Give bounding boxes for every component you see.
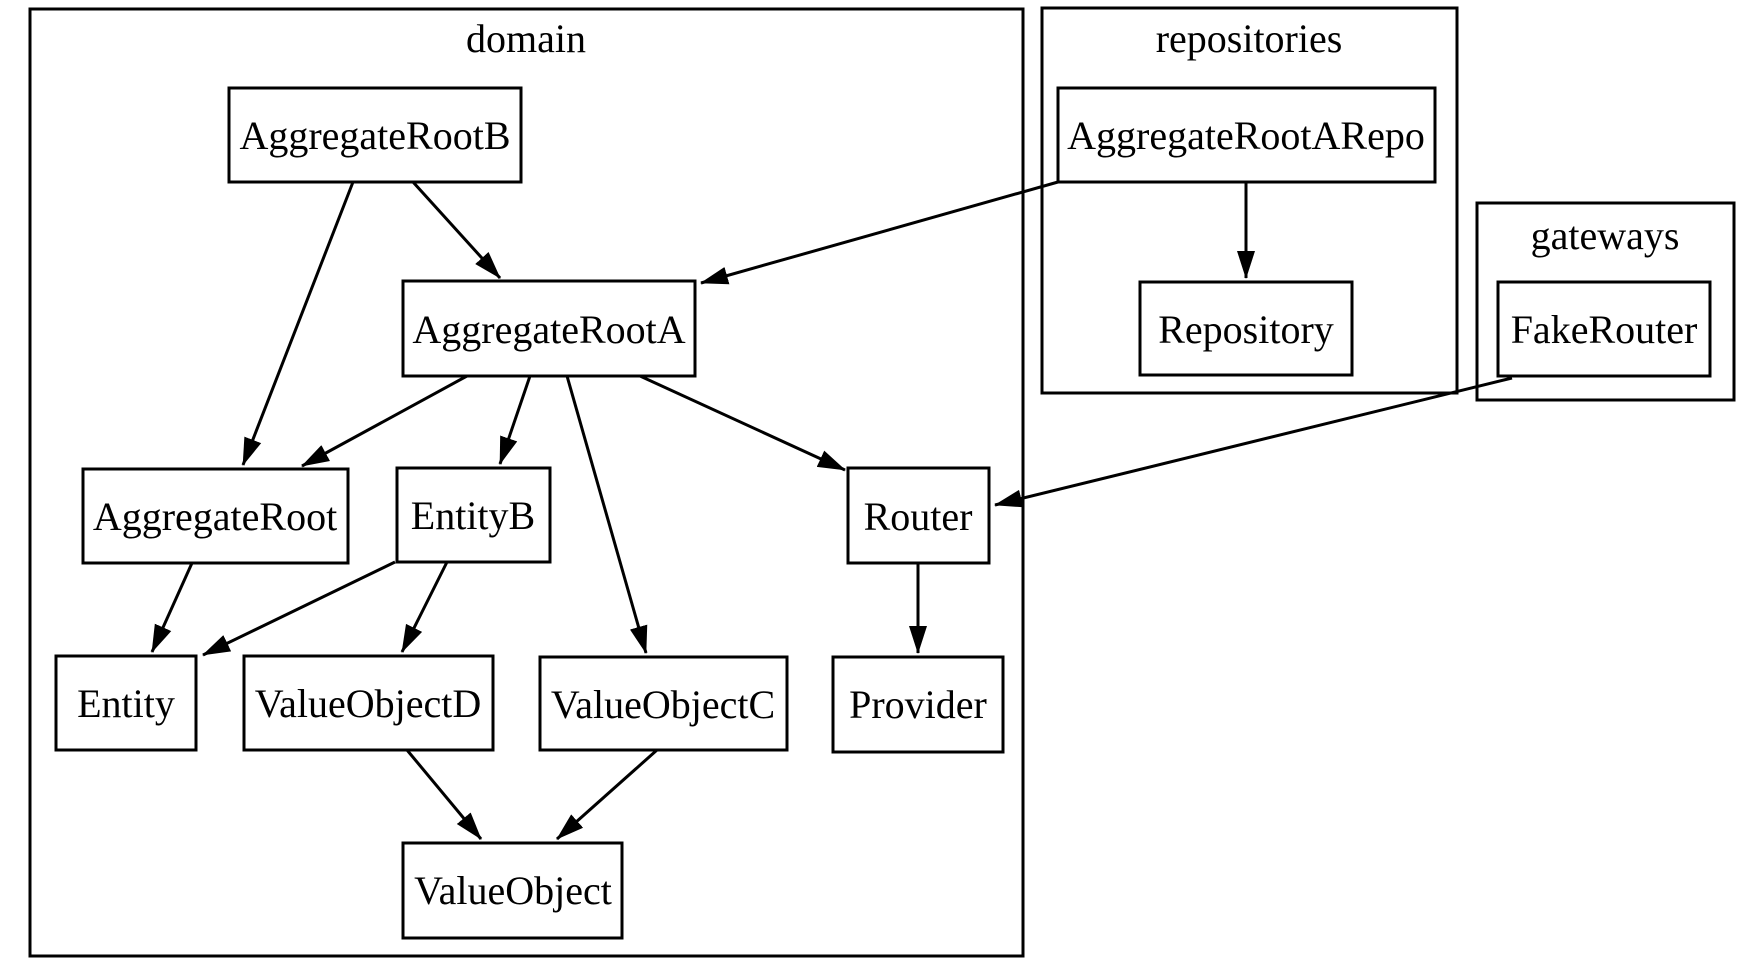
edges-layer	[150, 180, 1513, 841]
edge-aggregaterootb-to-aggregateroot	[241, 181, 355, 466]
edge-aggregateroot-to-entity	[150, 562, 194, 653]
node-repository-box	[1138, 280, 1354, 377]
node-fakerouter: FakeRouter	[1496, 280, 1712, 378]
edge-aggregateroota-to-valueobjectc	[565, 375, 648, 654]
node-entity: Entity	[54, 654, 198, 752]
node-repository-label: Repository	[1158, 307, 1334, 352]
cluster-domain: domain	[28, 7, 1025, 958]
node-router: Router	[846, 466, 991, 565]
node-entity-label: Entity	[77, 681, 175, 726]
node-valueobjectd-label: ValueObjectD	[255, 681, 482, 726]
node-aggregaterootb-label: AggregateRootB	[239, 113, 510, 158]
edge-entityb-to-entity	[202, 560, 396, 657]
cluster-gateways-border	[1475, 201, 1736, 402]
edge-aggregateroota-to-router	[639, 374, 846, 472]
edge-valueobjectd-to-valueobject	[405, 749, 483, 840]
cluster-domain-label: domain	[466, 16, 586, 61]
nodes-layer: AggregateRootB AggregateRootARepo Aggreg…	[54, 86, 1712, 940]
node-aggregaterootb-box	[227, 86, 523, 184]
node-valueobjectd-box	[242, 654, 495, 752]
node-fakerouter-box	[1496, 280, 1712, 378]
edge-fakerouter-to-router	[994, 376, 1513, 508]
cluster-gateways: gateways	[1475, 201, 1736, 402]
node-entity-box	[54, 654, 198, 752]
node-fakerouter-label: FakeRouter	[1511, 307, 1698, 352]
node-valueobject-label: ValueObject	[414, 868, 612, 913]
node-aggregateroota-label: AggregateRootA	[412, 307, 685, 352]
node-valueobjectc: ValueObjectC	[538, 655, 789, 752]
node-entityb-box	[395, 466, 552, 564]
node-aggregaterootarepo: AggregateRootARepo	[1056, 86, 1437, 184]
node-aggregaterootb: AggregateRootB	[227, 86, 523, 184]
node-valueobjectd: ValueObjectD	[242, 654, 495, 752]
edge-entityb-to-valueobjectd	[400, 561, 449, 653]
cluster-domain-border	[28, 7, 1025, 958]
node-aggregateroot-label: AggregateRoot	[93, 494, 337, 539]
node-valueobjectc-label: ValueObjectC	[551, 682, 775, 727]
edge-aggregaterootb-to-aggregateroota	[411, 180, 502, 280]
node-aggregaterootarepo-box	[1056, 86, 1437, 184]
cluster-repositories: repositories	[1040, 6, 1459, 395]
cluster-repositories-label: repositories	[1156, 16, 1343, 61]
node-provider: Provider	[831, 655, 1005, 754]
node-provider-label: Provider	[849, 682, 987, 727]
node-entityb-label: EntityB	[411, 493, 535, 538]
node-valueobject-box	[401, 841, 624, 940]
edge-valueobjectc-to-valueobject	[556, 748, 658, 841]
node-valueobject: ValueObject	[401, 841, 624, 940]
node-router-label: Router	[864, 494, 973, 539]
node-aggregateroot-box	[81, 467, 350, 565]
node-provider-box	[831, 655, 1005, 754]
node-aggregateroota-box	[401, 279, 697, 378]
node-aggregateroot: AggregateRoot	[81, 467, 350, 565]
node-router-box	[846, 466, 991, 565]
cluster-gateways-label: gateways	[1531, 213, 1680, 258]
edge-aggregateroota-to-entityb	[498, 375, 532, 465]
edge-aggregaterootarepo-to-aggregateroota	[700, 180, 1059, 285]
node-aggregaterootarepo-label: AggregateRootARepo	[1067, 113, 1425, 158]
edge-aggregateroota-to-aggregateroot	[301, 374, 468, 468]
node-aggregateroota: AggregateRootA	[401, 279, 697, 378]
node-repository: Repository	[1138, 280, 1354, 377]
node-valueobjectc-box	[538, 655, 789, 752]
cluster-repositories-border	[1040, 6, 1459, 395]
node-entityb: EntityB	[395, 466, 552, 564]
